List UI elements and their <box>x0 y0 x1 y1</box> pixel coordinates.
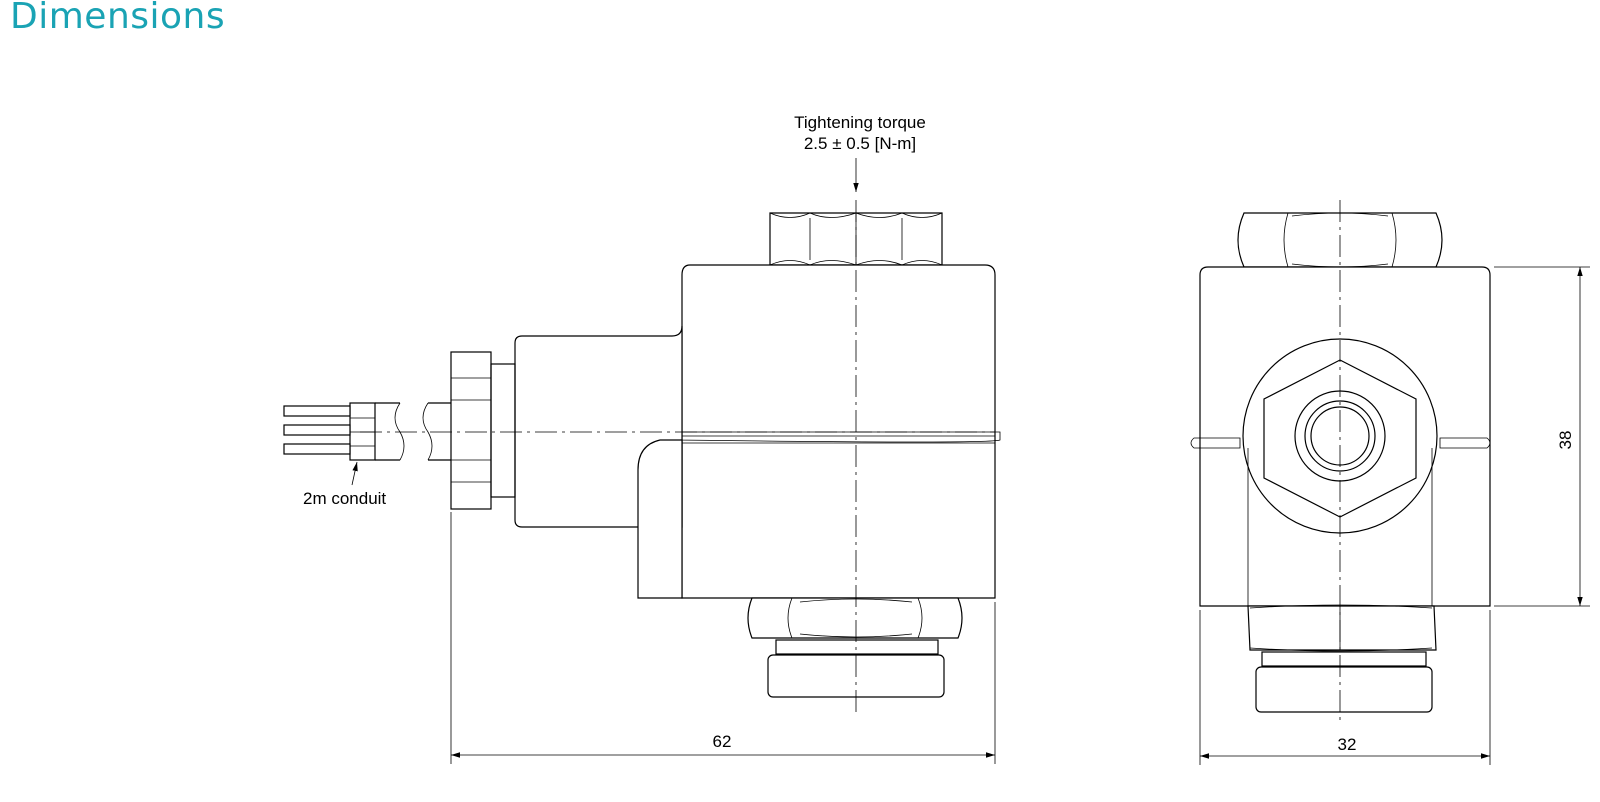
side-bottom-nut <box>747 597 963 698</box>
conduit-label: 2m conduit <box>303 489 386 508</box>
front-view: 32 38 <box>1190 200 1590 765</box>
side-width-dimension: 62 <box>450 512 996 764</box>
page-title: Dimensions <box>10 0 226 37</box>
side-coil-body <box>675 264 1001 599</box>
torque-label-line1: Tightening torque <box>794 113 926 132</box>
conduit-leader <box>351 461 358 486</box>
front-height-label: 38 <box>1556 431 1575 450</box>
side-width-label: 62 <box>713 732 732 751</box>
front-height-dimension: 38 <box>1494 266 1590 607</box>
side-cable-gland <box>450 351 516 510</box>
front-width-dimension: 32 <box>1199 610 1491 765</box>
torque-label-line2: 2.5 ± 0.5 [N-m] <box>804 134 916 153</box>
side-connector-housing <box>514 325 683 599</box>
side-cable <box>283 402 451 461</box>
side-view: Tightening torque 2.5 ± 0.5 [N-m] 2m con… <box>283 113 1001 764</box>
front-width-label: 32 <box>1338 735 1357 754</box>
front-bottom-nut <box>1247 604 1437 713</box>
